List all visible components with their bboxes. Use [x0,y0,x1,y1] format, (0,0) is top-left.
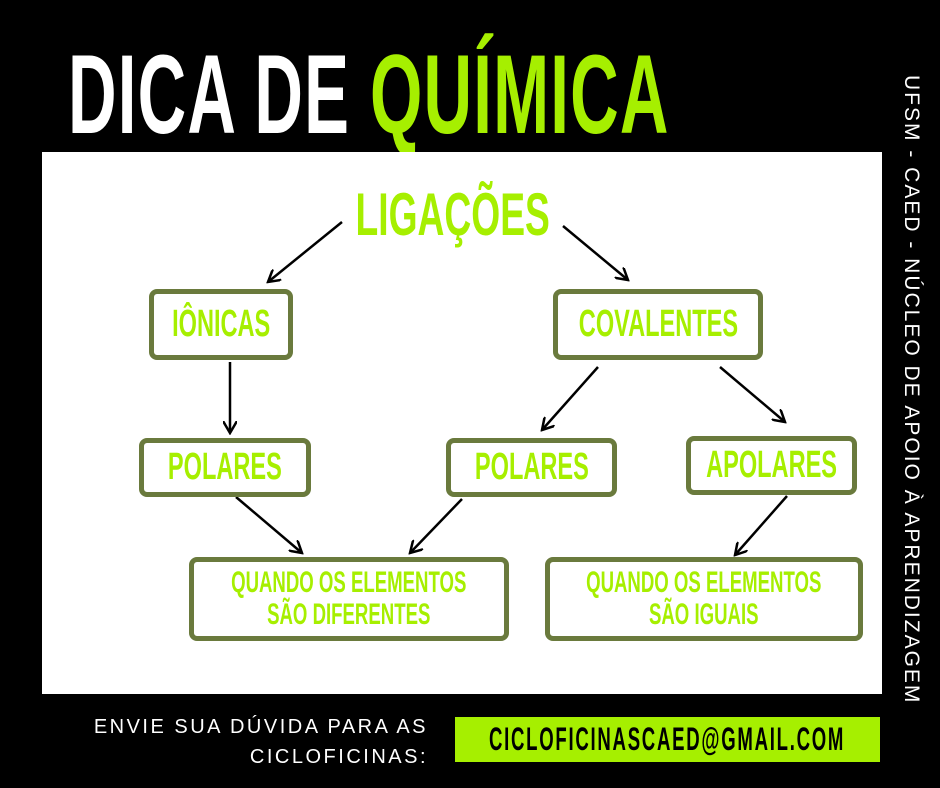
email-link[interactable]: CICLOFICINASCAED@GMAIL.COM [489,721,846,757]
email-badge[interactable]: CICLOFICINASCAED@GMAIL.COM [455,717,880,762]
node-ionicas: IÔNICAS [149,289,293,360]
arrow [268,221,343,282]
footer-line: CICLOFICINAS: [249,746,428,768]
footer-text: ENVIE SUA DÚVIDA PARA AS CICLOFICINAS: [94,712,428,772]
node-label-line: QUANDO OS ELEMENTOS [231,566,467,599]
title-green: QUÍMICA [370,32,670,157]
node-label: POLARES [474,446,589,488]
node-label-line: SÃO IGUAIS [649,598,759,631]
side-text-label: UFSM - CAED - NÚCLEO DE APOIO À APRENDIZ… [900,75,923,705]
arrow [410,498,463,553]
node-polares-covalentes: POLARES [446,438,617,497]
root-node: LIGAÇÕES [253,180,653,249]
arrow [562,225,628,280]
node-label: IÔNICAS [171,303,271,345]
arrow [542,366,599,430]
page-title: DICA DE QUÍMICA [0,30,800,157]
node-label-line: QUANDO OS ELEMENTOS [586,566,822,599]
node-label: POLARES [168,446,282,488]
arrow [235,496,302,553]
title-white: DICA DE [67,32,371,157]
side-text: UFSM - CAED - NÚCLEO DE APOIO À APRENDIZ… [893,20,929,760]
node-polares-ionicas: POLARES [139,438,311,497]
node-label: APOLARES [706,444,837,486]
node-covalentes: COVALENTES [553,289,763,360]
root-label: LIGAÇÕES [355,181,551,248]
arrow [735,495,788,555]
node-label: COVALENTES [578,303,738,345]
footer-line: ENVIE SUA DÚVIDA PARA AS [93,716,428,738]
arrow [719,366,785,422]
node-label-line: SÃO DIFERENTES [267,598,431,631]
node-apolares: APOLARES [686,436,857,495]
